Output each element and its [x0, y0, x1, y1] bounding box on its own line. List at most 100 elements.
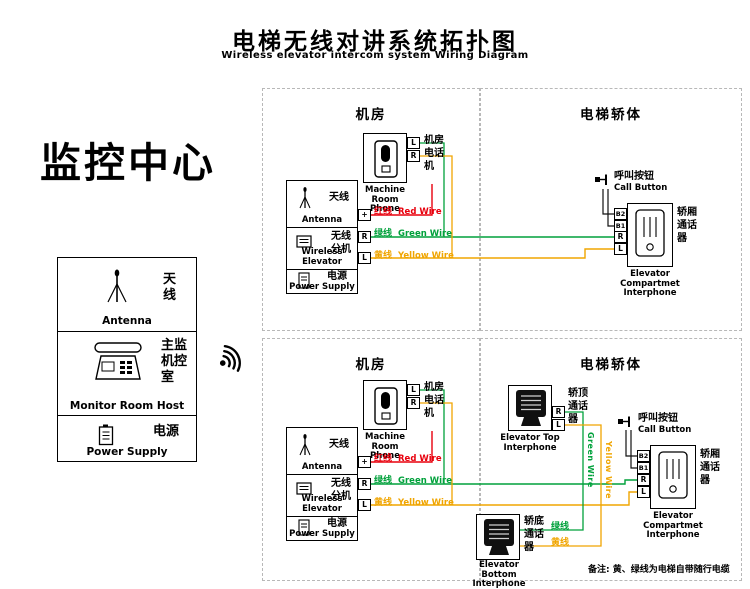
wall-phone-icon: [374, 140, 398, 178]
call-button-label-cn: 呼叫按钮: [614, 171, 654, 182]
monitor-center-box: 天线 Antenna 主监机控室 Monitor Room Host: [57, 257, 197, 462]
monitor-center-heading: 监控中心: [40, 139, 216, 187]
desk-phone-icon: [94, 342, 142, 380]
antenna-icon: [299, 187, 311, 209]
section-label-elevator-car: 电梯轿体: [580, 357, 642, 373]
power-supply-icon: [298, 272, 310, 289]
compartment-interphone-label-cn: 轿厢通话器: [700, 449, 720, 486]
power-label-en: Power Supply: [86, 446, 168, 458]
wireless-power-en: Power Supply: [289, 528, 355, 539]
terminal-r: R: [614, 231, 627, 243]
green-wire-vertical-label: Green Wire: [586, 432, 595, 488]
green-wire-label: 绿线 Green Wire: [374, 226, 452, 239]
wireless-unit-en: Wireless Elevator: [301, 494, 343, 514]
machine-room-phone-label-cn: 机房电话机: [424, 135, 444, 172]
terminal-l: L: [358, 499, 371, 511]
wireless-antenna-section: 天线 Antenna: [287, 181, 357, 228]
yellow-wire-short-label: 黄线: [551, 535, 575, 548]
terminal-l: L: [358, 252, 371, 264]
machine-room-phone-label-cn: 机房电话机: [424, 382, 444, 419]
red-wire-bottom: [371, 431, 433, 463]
terminal-r: R: [358, 231, 371, 243]
red-wire-label-en: Red Wire: [398, 454, 442, 464]
terminal-r: R: [358, 478, 371, 490]
elevator-bottom-interphone-box: [476, 514, 520, 560]
monitor-power-row: 电源 Power Supply: [58, 416, 196, 461]
wall-phone-icon: [374, 387, 398, 425]
wireless-unit-section: 无线分机 Wireless Elevator: [287, 474, 357, 517]
interphone-face-icon: [635, 209, 665, 257]
green-wire-label-cn: 绿线: [374, 229, 393, 239]
wireless-power-cn: 电源: [327, 271, 347, 282]
terminal-l: L: [407, 384, 420, 396]
green-wire-bottom: [371, 479, 637, 485]
host-label-cn: 主监机控室: [161, 338, 188, 385]
red-wire-top: [371, 184, 433, 216]
power-label-cn: 电源: [153, 424, 180, 439]
monitor-host-row: 主监机控室 Monitor Room Host: [58, 331, 196, 416]
wireless-unit-cn: 无线分机: [331, 231, 351, 255]
wireless-unit-cn: 无线分机: [331, 478, 351, 502]
yellow-wire-label-en: Yellow Wire: [398, 498, 454, 508]
wireless-antenna-section: 天线 Antenna: [287, 428, 357, 475]
compartment-interphone-label-cn: 轿厢通话器: [677, 207, 697, 244]
wireless-antenna-cn: 天线: [329, 439, 349, 450]
wireless-antenna-cn: 天线: [329, 192, 349, 203]
yellow-wire-label-en: Yellow Wire: [398, 251, 454, 261]
call-button-label-cn: 呼叫按钮: [638, 413, 678, 424]
host-label-en: Monitor Room Host: [69, 400, 185, 412]
phone-yellow-drop-top: [420, 155, 453, 258]
wireless-elevator-box: 天线 Antenna 无线分机 Wireless Elevator 电源 Pow…: [286, 427, 358, 541]
page-subtitle: Wireless elevator intercom system Wiring…: [221, 50, 529, 61]
green-wire-label-en: Green Wire: [398, 476, 452, 486]
wireless-antenna-en: Antenna: [301, 461, 343, 472]
wireless-power-section: 电源 Power Supply: [287, 269, 357, 293]
red-wire-label-cn: 红线: [374, 207, 393, 217]
wireless-antenna-en: Antenna: [301, 214, 343, 225]
top-interphone-yellow-wire: [565, 424, 602, 505]
terminal-b1: B1: [637, 462, 650, 474]
compartment-interphone-box: [627, 203, 673, 267]
compartment-interphone-box: [650, 445, 696, 509]
terminal-b2: B2: [637, 450, 650, 462]
power-supply-icon: [298, 519, 310, 536]
bottom-interphone-green-wire: [520, 484, 584, 531]
yellow-wire-label: 黄线 Yellow Wire: [374, 248, 454, 261]
yellow-wire-top: [371, 248, 614, 259]
green-wire-short-label: 绿线: [551, 519, 575, 532]
top-interphone-label-cn: 轿顶通话器: [568, 388, 588, 425]
phone-green-drop-bottom: [420, 389, 445, 484]
terminal-r: R: [637, 474, 650, 486]
yellow-wire-vertical-label: Yellow Wire: [604, 441, 613, 500]
terminal-b2: B2: [614, 208, 627, 220]
terminal-l: L: [614, 243, 627, 255]
call-button-icon: [618, 416, 630, 427]
monitor-antenna-row: 天线 Antenna: [58, 258, 196, 332]
green-wire-label-cn: 绿线: [551, 522, 570, 532]
machine-room-phone-label-en: Machine Room Phone: [364, 185, 405, 214]
speaker-device-icon: [516, 390, 546, 426]
call-button-wire-b1-top: [607, 189, 614, 227]
green-wire-label-en: Green Wire: [398, 229, 452, 239]
top-interphone-green-wire: [565, 411, 584, 484]
interphone-face-icon: [658, 451, 688, 499]
phone-yellow-drop-bottom: [420, 402, 453, 505]
region-elevator-car-top: 电梯轿体: [480, 88, 742, 331]
call-button-icon: [595, 174, 607, 185]
region-elevator-car-bottom: 电梯轿体: [480, 338, 742, 581]
yellow-wire-label-cn: 黄线: [374, 251, 393, 261]
machine-room-phone-box: [363, 380, 407, 430]
call-button-wire-b2-bottom: [625, 430, 637, 457]
antenna-icon: [107, 269, 127, 303]
wireless-unit-section: 无线分机 Wireless Elevator: [287, 227, 357, 270]
phone-green-drop-top: [420, 142, 445, 237]
terminal-r: R: [552, 406, 565, 418]
call-button-label-en: Call Button: [614, 183, 668, 193]
section-label-machine-room: 机房: [355, 357, 387, 373]
wireless-unit-icon: [296, 235, 312, 248]
compartment-interphone-label-en: Elevator Compartmet Interphone: [620, 269, 680, 298]
bottom-interphone-yellow-wire: [520, 505, 602, 547]
